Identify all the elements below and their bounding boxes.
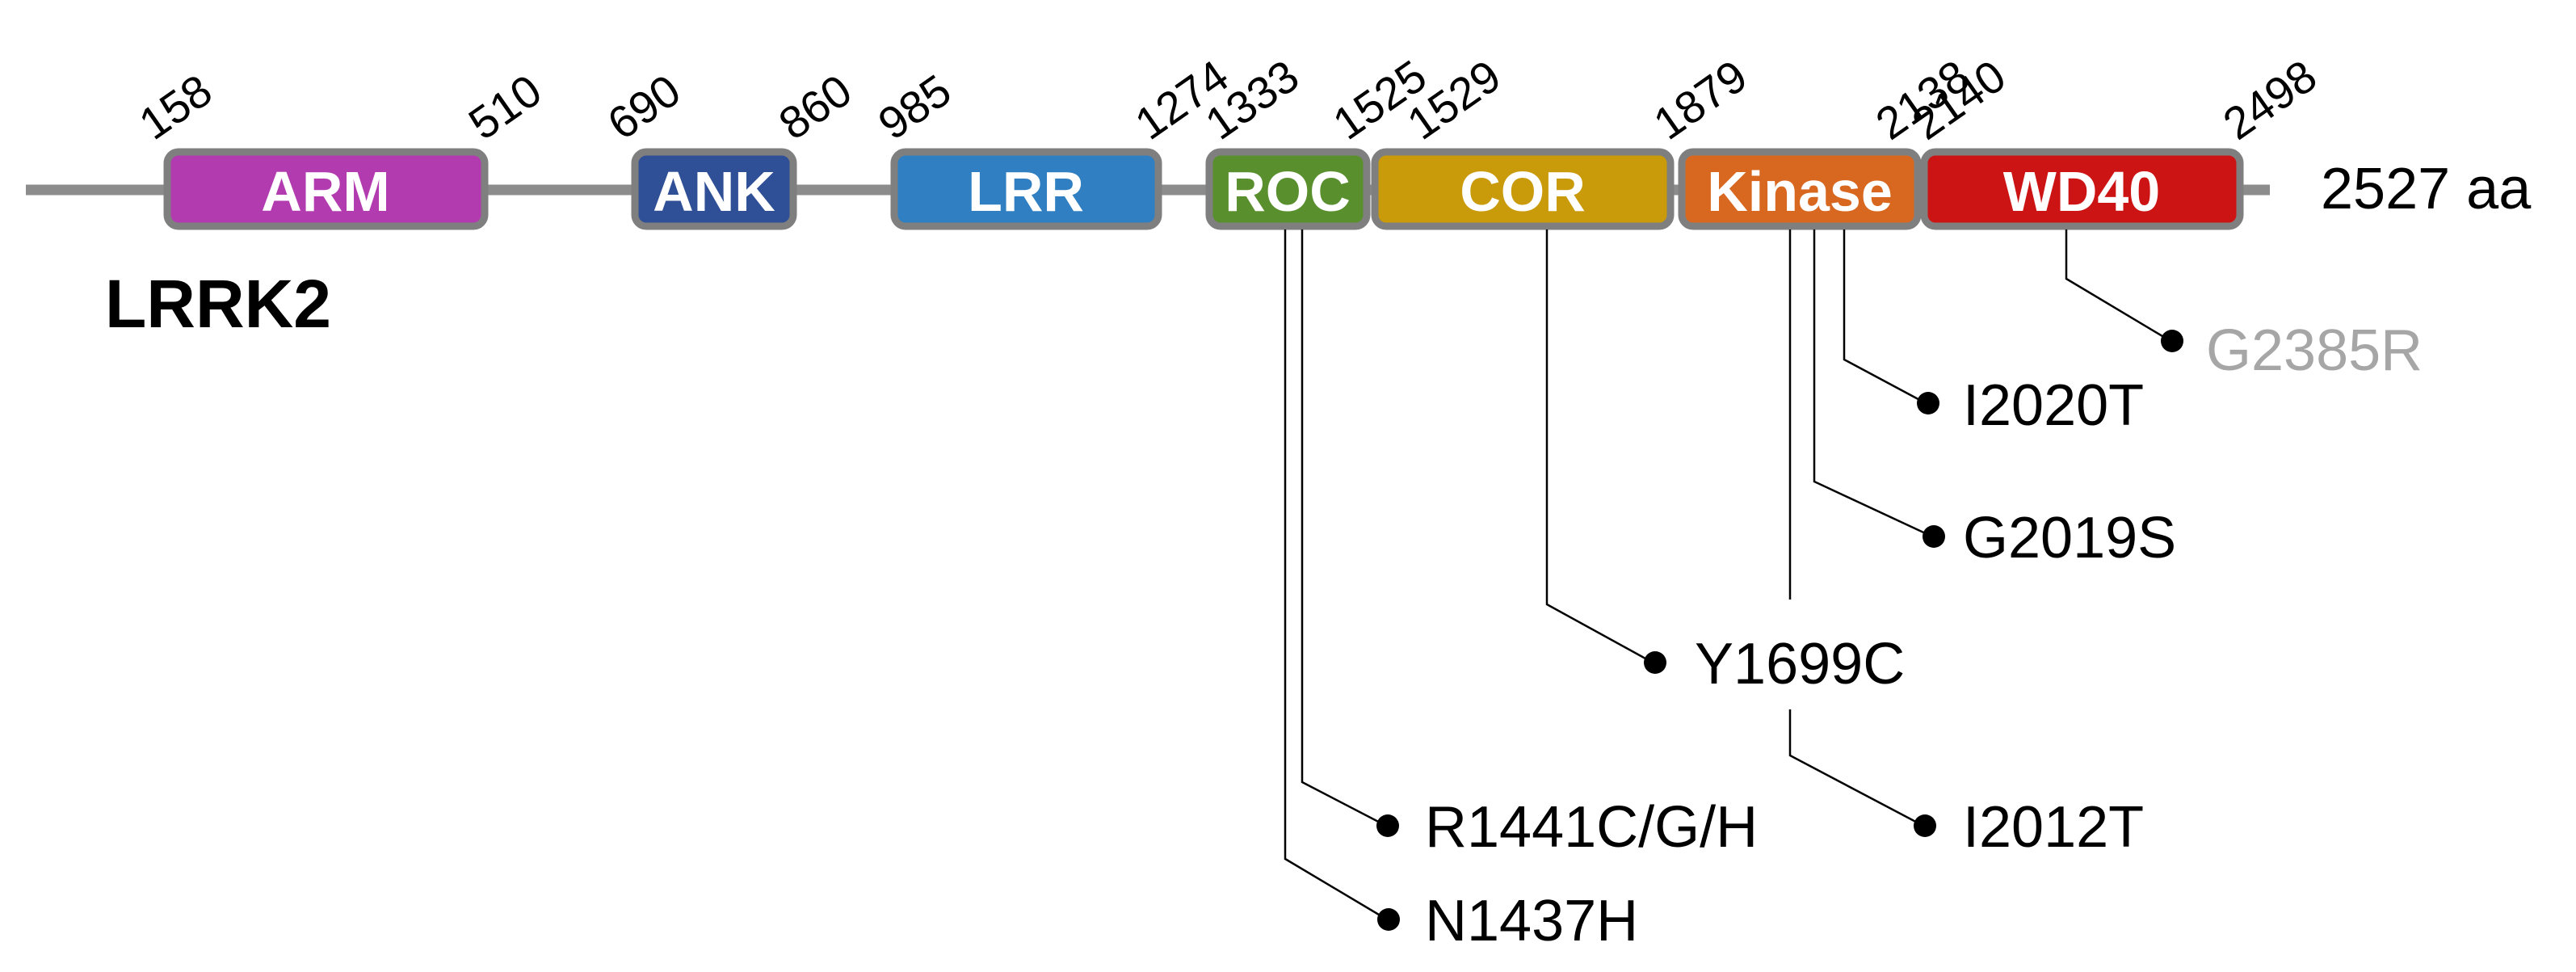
domain-label-lrr: LRR bbox=[968, 160, 1084, 223]
domain-box-kinase bbox=[1678, 148, 1922, 230]
domain-box-lrr bbox=[890, 148, 1162, 230]
leader-line-y1699c bbox=[1545, 229, 1654, 664]
domain-box-ank bbox=[631, 148, 797, 230]
position-label-ank-start: 690 bbox=[599, 65, 690, 149]
position-label-ank-end: 860 bbox=[770, 65, 861, 149]
position-labels: 158 510 690 860 985 1274 1333 1525 1529 … bbox=[130, 50, 2326, 149]
position-label-wd40-end: 2498 bbox=[2214, 50, 2326, 149]
mutation-label-r1441: R1441C/G/H bbox=[1425, 795, 1758, 860]
mutation-dot-n1437h bbox=[1377, 908, 1400, 931]
position-label-arm-end: 510 bbox=[460, 65, 551, 149]
leader-line-r1441 bbox=[1301, 229, 1387, 827]
mutation-label-i2020t: I2020T bbox=[1963, 373, 2144, 438]
domain-label-cor: COR bbox=[1460, 160, 1586, 223]
position-label-lrr-start: 985 bbox=[869, 65, 960, 149]
leader-line-n1437h bbox=[1284, 229, 1388, 921]
domain-boxes bbox=[163, 148, 2244, 230]
mutation-dot-i2020t bbox=[1917, 392, 1939, 414]
mutation-label-n1437h: N1437H bbox=[1425, 889, 1638, 953]
protein-length-label: 2527 aa bbox=[2321, 157, 2532, 221]
leader-line-g2385r bbox=[2065, 229, 2171, 343]
domain-label-wd40: WD40 bbox=[2003, 160, 2160, 223]
domain-label-ank: ANK bbox=[653, 160, 775, 223]
position-label-arm-start: 158 bbox=[130, 65, 221, 149]
leader-line-i2020t bbox=[1843, 229, 1927, 405]
domain-box-roc bbox=[1205, 148, 1371, 230]
domain-box-wd40 bbox=[1920, 148, 2244, 230]
mutation-dot-r1441 bbox=[1376, 814, 1399, 837]
protein-name: LRRK2 bbox=[105, 266, 331, 342]
mutation-label-i2012t: I2012T bbox=[1963, 795, 2144, 860]
mutation-dot-y1699c bbox=[1644, 651, 1666, 674]
position-label-cor-end: 1879 bbox=[1645, 50, 1756, 149]
domain-label-kinase: Kinase bbox=[1707, 160, 1893, 223]
mutation-leaders bbox=[1284, 229, 2171, 921]
domain-label-arm: ARM bbox=[261, 160, 389, 223]
leader-line-i2012t-lower bbox=[1788, 709, 1924, 827]
domain-labels: ARM ANK LRR ROC COR Kinase WD40 bbox=[261, 160, 2160, 223]
mutation-dot-i2012t bbox=[1914, 814, 1936, 837]
domain-label-roc: ROC bbox=[1225, 160, 1351, 223]
mutation-label-g2019s: G2019S bbox=[1963, 506, 2176, 570]
mutation-dot-g2385r bbox=[2161, 330, 2183, 352]
leader-line-g2019s bbox=[1813, 229, 1933, 538]
mutation-dots bbox=[1376, 330, 2183, 931]
mutation-label-y1699c: Y1699C bbox=[1695, 632, 1905, 696]
mutation-dot-g2019s bbox=[1923, 525, 1945, 548]
domain-box-cor bbox=[1371, 148, 1675, 230]
mutation-label-g2385r: G2385R bbox=[2206, 318, 2423, 383]
domain-box-arm bbox=[163, 148, 489, 230]
mutation-labels: G2385R I2020T G2019S Y1699C R1441C/G/H I… bbox=[1425, 318, 2423, 953]
